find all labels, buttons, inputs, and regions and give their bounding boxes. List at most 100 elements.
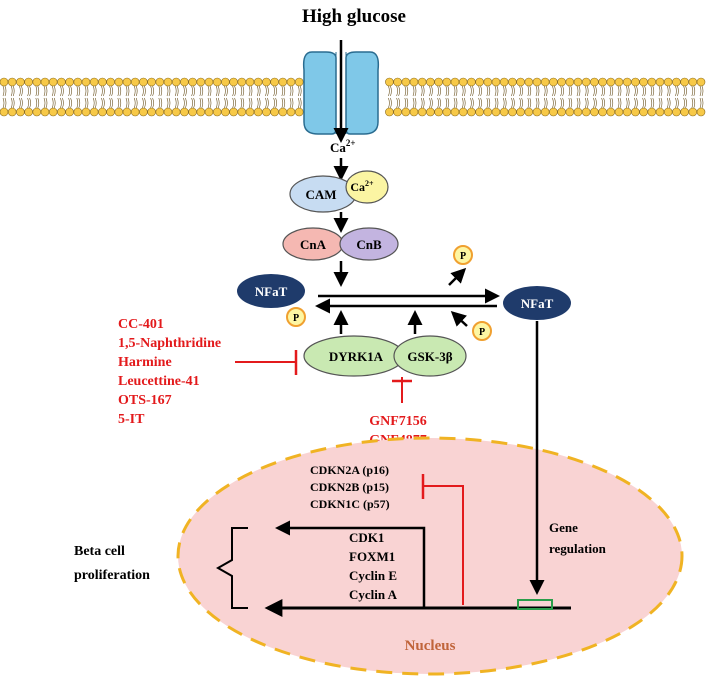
gsk3b-node xyxy=(393,335,467,377)
lipid-head xyxy=(401,107,411,117)
lipid-head xyxy=(155,77,165,87)
lipid-head xyxy=(253,107,263,117)
lipid-head xyxy=(663,77,673,87)
lipid-head xyxy=(524,107,534,117)
lipid-head xyxy=(106,77,115,87)
lipid-tail xyxy=(593,85,597,97)
lipid-tail xyxy=(494,97,499,109)
cnb-label: CnB xyxy=(356,237,382,252)
lipid-tail xyxy=(494,85,499,97)
lipid-head xyxy=(647,77,657,87)
lipid-head xyxy=(163,77,173,87)
lipid-head xyxy=(221,107,230,117)
lipid-tail xyxy=(683,85,687,97)
lipid-head xyxy=(639,107,648,117)
lipid-head xyxy=(450,77,460,87)
lipid-tail xyxy=(396,85,400,97)
lipid-tail xyxy=(535,85,540,97)
lipid-head xyxy=(278,77,288,87)
lipid-tail xyxy=(150,97,154,109)
lipid-head xyxy=(450,107,460,117)
lipid-tail xyxy=(224,85,228,97)
lipid-tail xyxy=(601,85,605,97)
lipid-head xyxy=(229,107,238,117)
lipid-tail xyxy=(191,97,195,109)
lipid-head xyxy=(16,77,25,87)
phosphate-label: P xyxy=(460,251,466,262)
lipid-head xyxy=(614,77,624,87)
lipid-head xyxy=(57,77,66,87)
lipid-head xyxy=(40,77,50,87)
proliferation-bracket xyxy=(215,527,248,609)
lipid-tail xyxy=(429,85,433,97)
lipid-tail xyxy=(289,97,294,109)
lipid-head xyxy=(622,107,632,117)
cdk-inhibitor-gene-list: CDKN2A (p16) CDKN2B (p15) CDKN1C (p57) xyxy=(310,463,390,511)
lipid-tail xyxy=(552,97,556,109)
lipid-tail xyxy=(109,85,113,97)
lipid-tail xyxy=(215,97,220,109)
lipid-tail xyxy=(224,97,228,109)
gene-item: Cyclin A xyxy=(349,587,398,602)
lipid-tail xyxy=(658,97,663,109)
lipid-tail xyxy=(142,97,146,109)
lipid-head xyxy=(467,107,476,117)
lipid-tail xyxy=(666,97,671,109)
gene-regulation-label: Gene xyxy=(549,520,578,535)
lipid-tail xyxy=(519,97,523,109)
lipid-head xyxy=(253,77,263,87)
lipid-tail xyxy=(76,85,81,97)
lipid-tail xyxy=(240,85,245,97)
dyrk-inhibitor-list: CC-401 1,5-Naphthridine Harmine Leucetti… xyxy=(118,317,221,427)
lipid-head xyxy=(467,77,476,87)
lipid-head xyxy=(81,107,91,117)
phosphate-label: P xyxy=(293,313,299,324)
lipid-head xyxy=(65,107,74,117)
lipid-tail xyxy=(666,85,671,97)
lipid-head xyxy=(598,107,607,117)
repression-line xyxy=(423,485,464,605)
lipid-tail xyxy=(84,97,89,109)
lipid-head xyxy=(598,77,607,87)
lipid-head xyxy=(73,77,83,87)
lipid-head xyxy=(16,107,25,117)
lipid-tail xyxy=(650,85,655,97)
lipid-head xyxy=(508,107,517,117)
lipid-head xyxy=(212,107,222,117)
lipid-tail xyxy=(199,97,204,109)
lipid-head xyxy=(499,107,509,117)
lipid-tail xyxy=(625,97,630,109)
lipid-head xyxy=(221,77,230,87)
lipid-tail xyxy=(60,85,64,97)
lipid-tail xyxy=(133,85,138,97)
lipid-tail xyxy=(461,97,466,109)
lipid-tail xyxy=(10,85,15,97)
lipid-head xyxy=(680,107,689,117)
lipid-tail xyxy=(445,97,450,109)
lipid-head xyxy=(655,77,665,87)
lipid-tail xyxy=(183,97,187,109)
lipid-head xyxy=(139,77,148,87)
inhibitor-item: CC-401 xyxy=(118,317,164,332)
lipid-head xyxy=(549,77,558,87)
lipid-head xyxy=(122,77,132,87)
lipid-head xyxy=(180,77,189,87)
lipid-head xyxy=(434,107,443,117)
lipid-head xyxy=(516,107,525,117)
lipid-tail xyxy=(470,85,474,97)
lipid-tail xyxy=(60,97,64,109)
nucleus xyxy=(176,436,684,676)
lipid-head xyxy=(7,77,17,87)
nfat-dephosphorylated-node xyxy=(503,286,571,320)
lipid-tail xyxy=(133,97,138,109)
lipid-tail xyxy=(92,97,97,109)
lipid-head xyxy=(581,77,591,87)
lipid-head xyxy=(622,77,632,87)
lipid-tail xyxy=(552,85,556,97)
lipid-head xyxy=(98,107,107,117)
lipid-tail xyxy=(625,85,630,97)
lipid-head xyxy=(532,107,542,117)
lipid-tail xyxy=(174,85,179,97)
lipid-tail xyxy=(650,97,655,109)
lipid-head xyxy=(81,77,91,87)
